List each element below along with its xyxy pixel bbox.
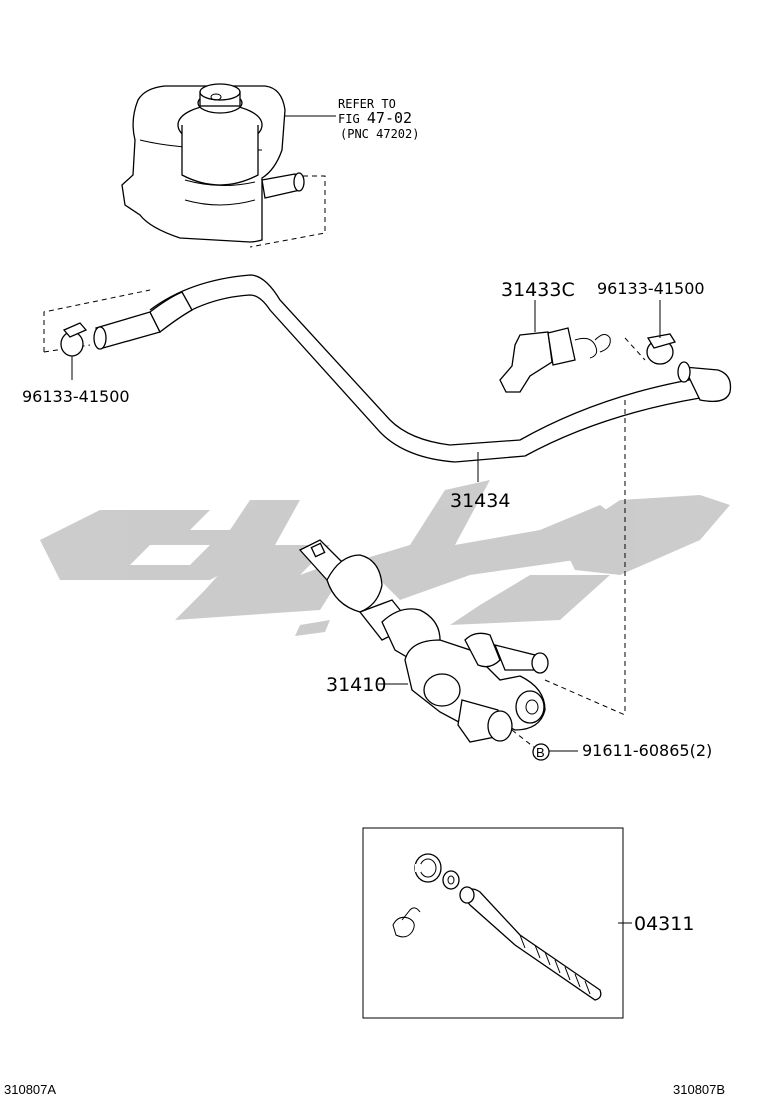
label-bolt: 91611-60865(2) xyxy=(582,741,712,760)
refer-line2: FIG 47-02 xyxy=(338,109,412,127)
repair-kit xyxy=(362,827,632,1019)
bolt-marker-letter: B xyxy=(536,745,545,760)
refer-fig-number: 47-02 xyxy=(367,109,412,127)
watermark-logo xyxy=(40,480,730,636)
refer-line1: REFER TO xyxy=(338,97,396,111)
footer-code-left: 310807A xyxy=(4,1082,56,1097)
label-clamp-right: 96133-41500 xyxy=(597,279,705,298)
clamp-right xyxy=(624,300,677,715)
master-cylinder xyxy=(298,539,626,749)
bolt-marker: B xyxy=(532,743,578,761)
footer-code-right: 310807B xyxy=(673,1082,725,1097)
bracket xyxy=(499,300,611,393)
reservoir-tank xyxy=(121,83,336,248)
label-master-cylinder: 31410 xyxy=(326,674,386,696)
hose xyxy=(93,274,732,482)
label-kit: 04311 xyxy=(634,913,694,935)
label-clamp-left: 96133-41500 xyxy=(22,387,130,406)
label-hose: 31434 xyxy=(450,490,510,512)
clamp-left xyxy=(43,289,151,380)
refer-line3: (PNC 47202) xyxy=(340,127,419,141)
label-bracket: 31433C xyxy=(501,279,575,301)
